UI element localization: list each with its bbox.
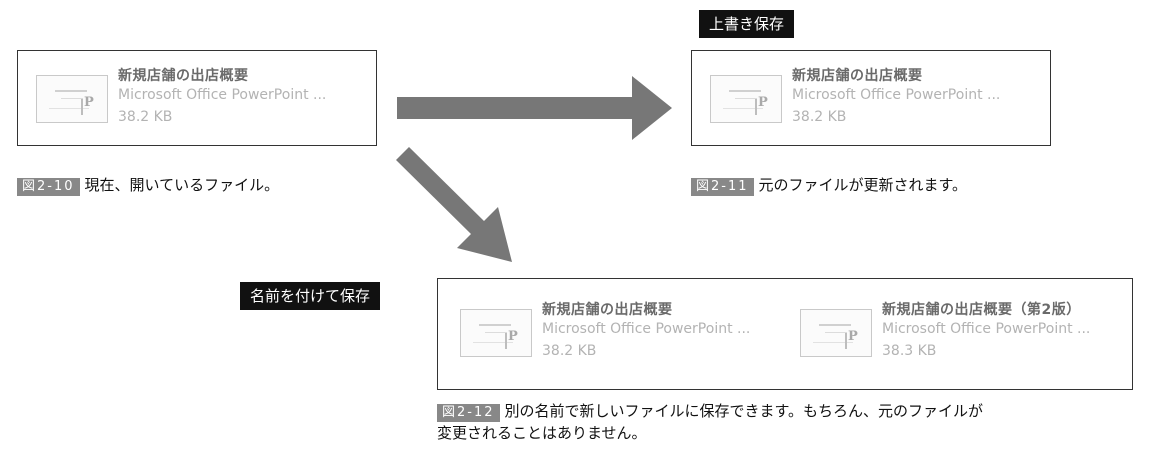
arrow-right: [397, 76, 672, 140]
slide-thumbnail: [710, 75, 782, 123]
original-file-frame: P 新規店舗の出店概要 Microsoft Office PowerPoint …: [17, 50, 377, 146]
file-name: 新規店舗の出店概要: [118, 68, 249, 84]
save-as-files-frame: P 新規店舗の出店概要 Microsoft Office PowerPoint …: [437, 278, 1133, 390]
arrow-diagonal: [396, 147, 512, 262]
file-name: 新規店舗の出店概要: [542, 302, 673, 318]
file-item-original[interactable]: P 新規店舗の出店概要 Microsoft Office PowerPoint …: [460, 293, 800, 373]
file-size: 38.3 KB: [882, 343, 937, 359]
file-size: 38.2 KB: [118, 109, 173, 125]
slide-thumbnail: [36, 75, 108, 123]
file-name: 新規店舗の出店概要: [792, 68, 923, 84]
file-item-second[interactable]: P 新規店舗の出店概要（第2版） Microsoft Office PowerP…: [800, 293, 1140, 373]
caption-text: 元のファイルが更新されます。: [758, 176, 968, 194]
save-as-label: 名前を付けて保存: [240, 282, 381, 310]
file-size: 38.2 KB: [542, 343, 597, 359]
powerpoint-icon: P: [845, 329, 876, 353]
slide-thumbnail: [800, 309, 872, 357]
file-name: 新規店舗の出店概要（第2版）: [882, 302, 1081, 318]
powerpoint-icon: P: [505, 329, 536, 353]
slide-thumbnail: [460, 309, 532, 357]
file-item[interactable]: P 新規店舗の出店概要 Microsoft Office PowerPoint …: [710, 59, 1050, 139]
file-item[interactable]: P 新規店舗の出店概要 Microsoft Office PowerPoint …: [36, 59, 376, 139]
figure-number: 図2-11: [691, 178, 754, 196]
file-type: Microsoft Office PowerPoint ...: [542, 321, 751, 337]
file-type: Microsoft Office PowerPoint ...: [882, 321, 1091, 337]
caption-text-line1: 別の名前で新しいファイルに保存できます。もちろん、元のファイルが: [504, 402, 984, 420]
file-size: 38.2 KB: [792, 109, 847, 125]
figure-number: 図2-12: [437, 404, 500, 422]
caption-text: 現在、開いているファイル。: [84, 176, 280, 194]
powerpoint-icon: P: [755, 95, 786, 119]
caption-text-line2: 変更されることはありません。: [437, 424, 647, 442]
file-type: Microsoft Office PowerPoint ...: [792, 87, 1001, 103]
figure-number: 図2-10: [17, 178, 80, 196]
powerpoint-icon: P: [81, 95, 112, 119]
file-type: Microsoft Office PowerPoint ...: [118, 87, 327, 103]
overwritten-file-frame: P 新規店舗の出店概要 Microsoft Office PowerPoint …: [691, 50, 1051, 146]
overwrite-label: 上書き保存: [699, 10, 795, 38]
